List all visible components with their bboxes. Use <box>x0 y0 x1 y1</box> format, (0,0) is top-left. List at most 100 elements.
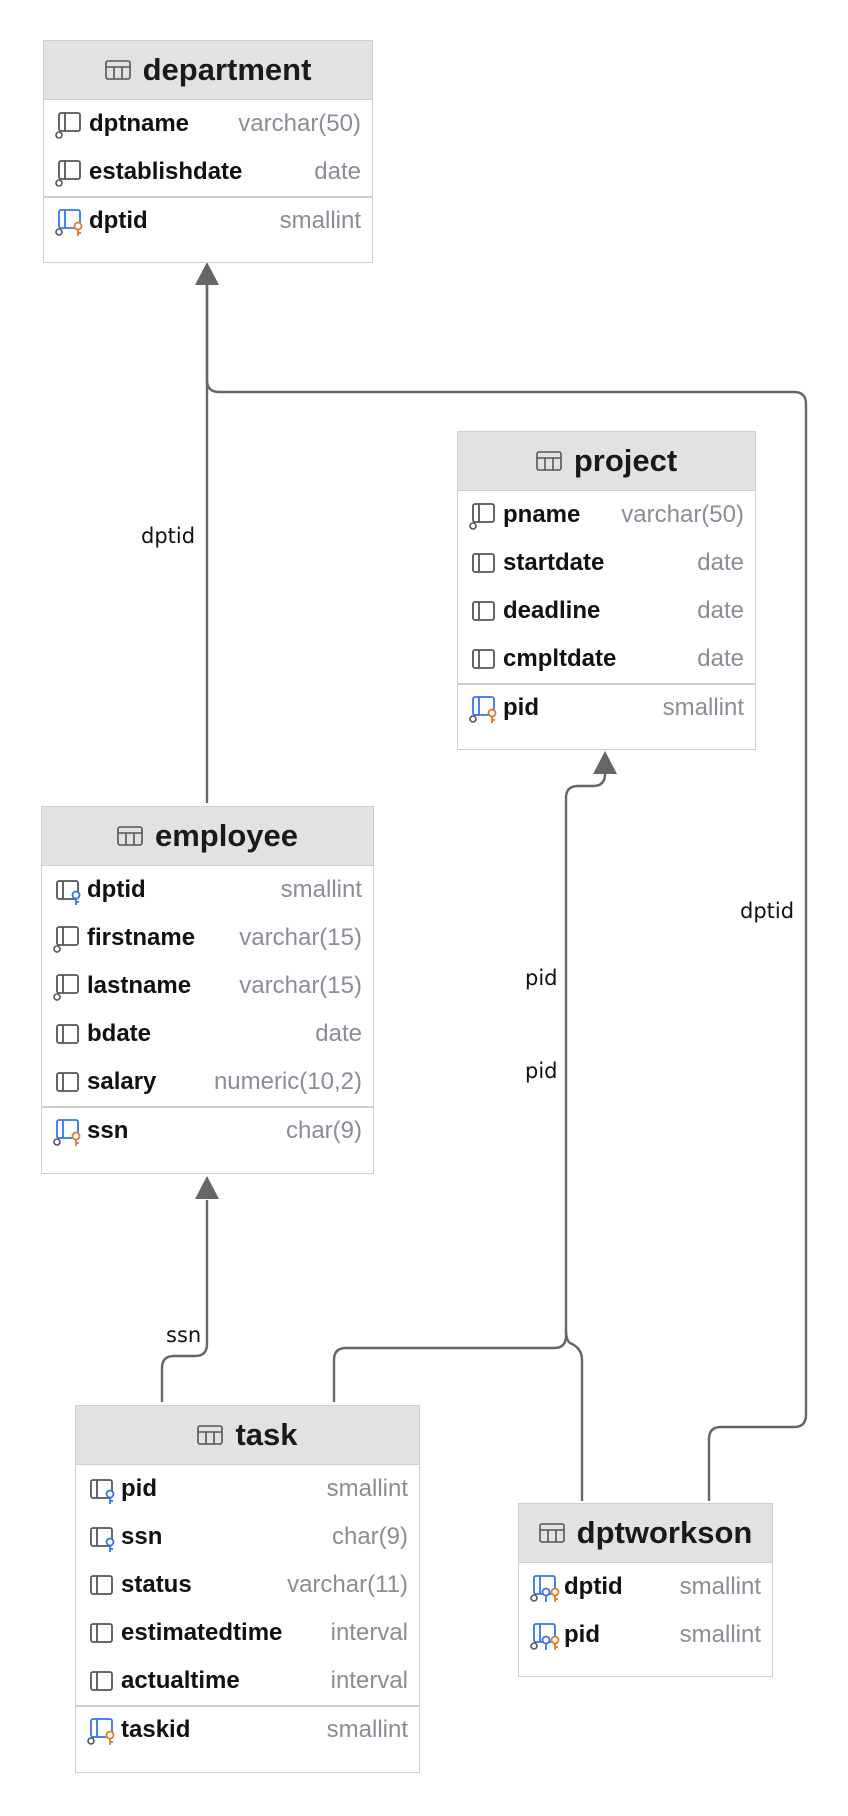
column-row[interactable]: firstname varchar(15) <box>42 914 373 962</box>
relation-label-ssn: ssn <box>166 1323 201 1347</box>
column-row[interactable]: salary numeric(10,2) <box>42 1058 373 1106</box>
column-type: smallint <box>280 876 362 903</box>
relation-label-dptid: dptid <box>740 899 794 923</box>
column-type: date <box>314 158 361 185</box>
entity-header[interactable]: project <box>458 432 755 491</box>
table-icon <box>538 1523 565 1543</box>
column-name: taskid <box>121 1716 191 1743</box>
column-row[interactable]: pid smallint <box>458 683 755 731</box>
column-name: startdate <box>503 549 605 576</box>
column-row[interactable]: startdate date <box>458 539 755 587</box>
table-icon <box>117 826 143 846</box>
entity-title: project <box>573 443 678 478</box>
table-icon <box>197 1425 224 1445</box>
column-icon <box>56 1072 79 1092</box>
column-row[interactable]: estimatedtime interval <box>76 1609 419 1657</box>
column-type: varchar(50) <box>238 110 361 137</box>
primary-foreign-key-icon <box>530 1575 560 1602</box>
column-row[interactable]: dptid smallint <box>44 196 372 244</box>
column-type: date <box>315 1020 362 1047</box>
column-type: date <box>697 549 744 576</box>
column-type: smallint <box>662 694 744 721</box>
column-name: dptid <box>564 1573 623 1600</box>
column-name: estimatedtime <box>121 1619 283 1646</box>
column-name: actualtime <box>121 1667 240 1694</box>
relation-label-pid: pid <box>525 1059 558 1083</box>
column-name: lastname <box>87 972 192 999</box>
entity-header[interactable]: task <box>76 1406 419 1465</box>
column-name: firstname <box>87 924 196 951</box>
entity-dptworkson[interactable]: dptworkson dptid smallint pid smallint <box>518 1503 773 1677</box>
primary-key-icon <box>87 1718 115 1745</box>
column-row[interactable]: taskid smallint <box>76 1705 419 1753</box>
entity-department[interactable]: department dptname varchar(50) establish… <box>43 40 373 263</box>
entity-header[interactable]: employee <box>42 807 373 866</box>
column-row[interactable]: pid smallint <box>76 1465 419 1513</box>
column-name: dptid <box>87 876 146 903</box>
arrowhead-employee <box>195 1176 219 1199</box>
table-icon <box>104 60 131 80</box>
entity-project[interactable]: project pname varchar(50) startdate date… <box>457 431 756 750</box>
column-icon <box>56 1024 79 1044</box>
entity-header[interactable]: department <box>44 41 372 100</box>
column-row[interactable]: establishdate date <box>44 148 372 196</box>
entity-title: dptworkson <box>576 1515 753 1550</box>
column-name: salary <box>87 1068 157 1095</box>
column-row[interactable]: dptname varchar(50) <box>44 100 372 148</box>
entity-task[interactable]: task pid smallint ssn char(9) status var… <box>75 1405 420 1773</box>
column-type: smallint <box>326 1475 408 1502</box>
link-task-employee <box>160 1200 209 1402</box>
column-row[interactable]: cmpltdate date <box>458 635 755 683</box>
entity-header[interactable]: dptworkson <box>519 1504 772 1563</box>
column-name: deadline <box>503 597 601 624</box>
primary-foreign-key-icon <box>530 1623 560 1650</box>
column-icon <box>90 1671 113 1691</box>
column-type: date <box>697 645 744 672</box>
column-unique-icon <box>53 974 79 1001</box>
column-type: char(9) <box>285 1117 362 1144</box>
relation-label-pid: pid <box>525 966 558 990</box>
entity-employee[interactable]: employee dptid smallint firstname varcha… <box>41 806 374 1174</box>
entity-title: task <box>235 1417 298 1452</box>
column-type: interval <box>330 1619 408 1646</box>
column-row[interactable]: deadline date <box>458 587 755 635</box>
column-row[interactable]: ssn char(9) <box>42 1106 373 1154</box>
column-row[interactable]: dptid smallint <box>519 1563 772 1611</box>
primary-key-icon <box>55 209 83 236</box>
column-row[interactable]: dptid smallint <box>42 866 373 914</box>
primary-key-icon <box>469 696 497 723</box>
link-dptworkson-project <box>564 1329 584 1501</box>
column-type: interval <box>330 1667 408 1694</box>
foreign-key-icon <box>56 880 81 905</box>
column-type: smallint <box>679 1621 761 1648</box>
column-name: ssn <box>87 1117 129 1144</box>
column-unique-icon <box>55 160 81 187</box>
column-row[interactable]: bdate date <box>42 1010 373 1058</box>
column-name: status <box>121 1571 192 1598</box>
column-row[interactable]: lastname varchar(15) <box>42 962 373 1010</box>
column-icon <box>90 1623 113 1643</box>
column-name: pid <box>121 1475 157 1502</box>
column-row[interactable]: actualtime interval <box>76 1657 419 1705</box>
relation-label-dptid: dptid <box>141 524 195 548</box>
column-row[interactable]: ssn char(9) <box>76 1513 419 1561</box>
arrowhead-department <box>195 262 219 285</box>
column-name: cmpltdate <box>503 645 617 672</box>
column-row[interactable]: pname varchar(50) <box>458 491 755 539</box>
column-name: dptname <box>89 110 190 137</box>
column-row[interactable]: pid smallint <box>519 1611 772 1659</box>
column-type: varchar(50) <box>621 501 744 528</box>
column-icon <box>472 553 495 573</box>
column-type: varchar(15) <box>239 924 362 951</box>
column-type: varchar(15) <box>239 972 362 999</box>
column-row[interactable]: status varchar(11) <box>76 1561 419 1609</box>
column-unique-icon <box>55 112 81 139</box>
column-type: smallint <box>326 1716 408 1743</box>
column-type: varchar(11) <box>287 1571 408 1598</box>
link-dptworkson-department <box>205 270 808 1501</box>
column-icon <box>472 601 495 621</box>
column-name: dptid <box>89 207 148 234</box>
column-name: bdate <box>87 1020 152 1047</box>
